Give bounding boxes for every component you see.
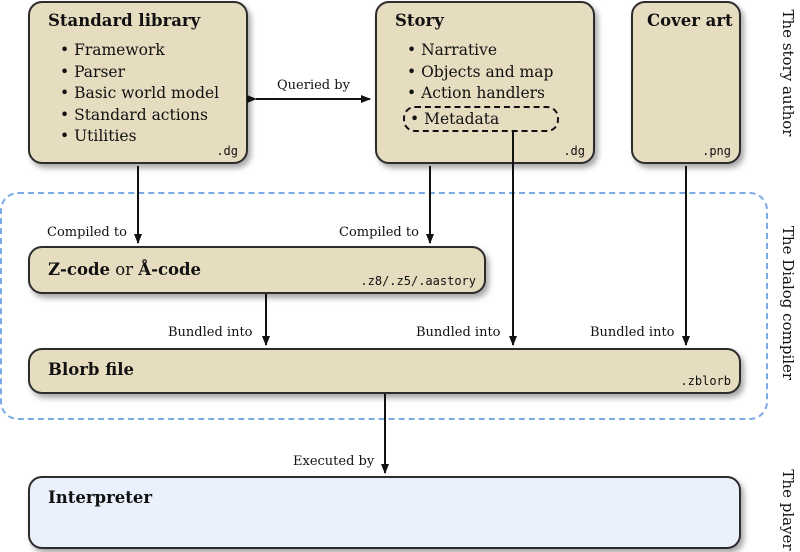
- interpreter-box: Interpreter: [28, 476, 741, 549]
- interpreter-title: Interpreter: [48, 488, 153, 507]
- standard-library-items: Framework Parser Basic world model Stand…: [60, 40, 219, 148]
- zcode-title: Z-code or Å-code: [48, 260, 201, 279]
- list-item: Framework: [60, 40, 219, 62]
- side-label-player: The player: [779, 469, 797, 551]
- list-item: Narrative: [407, 40, 553, 62]
- side-label-compiler: The Dialog compiler: [779, 225, 797, 381]
- list-item: Basic world model: [60, 83, 219, 105]
- story-title: Story: [395, 11, 444, 30]
- story-box: Story Narrative Objects and map Action h…: [375, 1, 595, 164]
- blorb-box: Blorb file .zblorb: [28, 348, 741, 394]
- bundled-into-label-right: Bundled into: [590, 325, 675, 340]
- cover-art-extension: .png: [702, 144, 731, 158]
- compiled-to-label-right: Compiled to: [339, 225, 419, 240]
- acode-title-part: Å-code: [138, 260, 202, 279]
- side-label-author: The story author: [779, 9, 797, 137]
- zcode-extension: .z8/.z5/.aastory: [360, 274, 476, 288]
- bundled-into-label-left: Bundled into: [168, 325, 253, 340]
- cover-art-box: Cover art .png: [631, 1, 741, 164]
- zcode-title-part: Z-code: [48, 260, 110, 279]
- list-item: Action handlers: [407, 83, 553, 105]
- standard-library-box: Standard library Framework Parser Basic …: [28, 1, 248, 164]
- standard-library-extension: .dg: [216, 144, 238, 158]
- list-item: Objects and map: [407, 62, 553, 84]
- blorb-extension: .zblorb: [680, 374, 731, 388]
- cover-art-title: Cover art: [647, 11, 733, 30]
- list-item: Parser: [60, 62, 219, 84]
- executed-by-label: Executed by: [293, 454, 375, 469]
- list-item: Standard actions: [60, 105, 219, 127]
- list-item: Utilities: [60, 126, 219, 148]
- blorb-title: Blorb file: [48, 360, 134, 379]
- queried-by-label: Queried by: [277, 78, 350, 93]
- compiled-to-label-left: Compiled to: [47, 225, 127, 240]
- story-items: Narrative Objects and map Action handler…: [407, 40, 553, 105]
- metadata-item: Metadata: [403, 106, 559, 132]
- standard-library-title: Standard library: [48, 11, 201, 30]
- zcode-box: Z-code or Å-code .z8/.z5/.aastory: [28, 246, 486, 294]
- story-extension: .dg: [563, 144, 585, 158]
- bundled-into-label-middle: Bundled into: [416, 325, 501, 340]
- zcode-title-conjunction: or: [109, 260, 139, 279]
